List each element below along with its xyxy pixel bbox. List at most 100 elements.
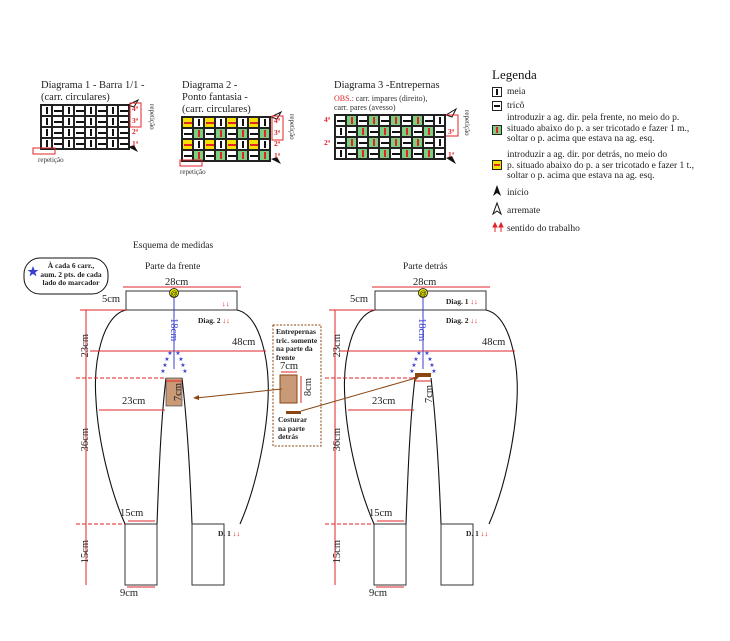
- front-title: Parte da frente: [145, 262, 201, 272]
- stitch-cell-meia: [107, 138, 118, 149]
- purl-mark-icon: [249, 121, 258, 124]
- knit-mark-icon: [372, 117, 375, 124]
- row-label: 3ª: [448, 126, 454, 136]
- row-label: 3ª: [132, 115, 138, 125]
- stitch-cell-trico: [368, 126, 379, 137]
- star-icon: ★: [175, 350, 180, 357]
- stitch-cell-trico: [204, 128, 215, 139]
- purl-mark-icon: [53, 142, 62, 145]
- stitch-cell-trico: [74, 138, 85, 149]
- knit-mark-icon: [197, 119, 200, 126]
- back-cuff-width: 9cm: [369, 588, 388, 599]
- purl-mark-icon: [97, 120, 106, 123]
- marker-symbol: @: [419, 291, 426, 298]
- repeat-bracket: [271, 115, 284, 141]
- stitch-cell-green: [357, 148, 368, 159]
- arrowhead-icon: [193, 395, 199, 400]
- knit-mark-icon: [89, 118, 92, 125]
- legend-item-meia: meia: [507, 87, 526, 97]
- row-label: 1ª: [274, 150, 280, 160]
- stitch-cell-green: [346, 137, 357, 148]
- stitch-cell-trico: [412, 148, 423, 159]
- stitch-cell-trico: [182, 128, 193, 139]
- stitch-cell-trico: [423, 115, 434, 126]
- legend-line: soltar o p. acima que estava na ag. esq.: [507, 134, 655, 144]
- stitch-cell-meia: [41, 127, 52, 138]
- left-cuff: [373, 523, 407, 586]
- repeat-bracket: [179, 159, 203, 167]
- stitch-cell-yellow: [226, 117, 237, 128]
- stitch-cell-trico: [74, 127, 85, 138]
- stitch-cell-meia: [259, 117, 270, 128]
- front-diag2-label: Diag. 2 ↓↓: [198, 316, 230, 326]
- yellow-stitch-symbol-icon: [492, 160, 502, 170]
- marker-icon: [418, 288, 428, 298]
- purl-mark-icon: [183, 143, 192, 146]
- purl-mark-icon: [97, 131, 106, 134]
- stitch-cell-trico: [346, 148, 357, 159]
- purl-mark-icon: [183, 154, 192, 157]
- front-rise: 18cm: [168, 318, 179, 342]
- star-icon: ★: [182, 368, 187, 375]
- stitch-cell-meia: [85, 116, 96, 127]
- stitch-cell-trico: [335, 137, 346, 148]
- star-icon: ★: [416, 350, 421, 357]
- row-label: 2ª: [132, 127, 138, 136]
- note-line: aum. 2 pts. de cada: [40, 269, 102, 279]
- row-label: 1ª: [132, 138, 138, 148]
- purl-mark-icon: [205, 132, 214, 135]
- front-knee-width: 15cm: [120, 508, 144, 519]
- note-line: À cada 6 carr.,: [47, 261, 95, 270]
- marker-icon: [169, 288, 179, 298]
- gusset-arrow: [195, 388, 283, 399]
- stitch-cell-meia: [41, 105, 52, 116]
- stitch-cell-trico: [52, 127, 63, 138]
- stitch-cell-green: [237, 150, 248, 161]
- gusset-piece: [165, 377, 183, 407]
- back-diag1-label: Diag. 1 ↓↓: [446, 297, 478, 307]
- stitch-cell-yellow: [182, 139, 193, 150]
- back-gusset: 7cm: [424, 385, 435, 404]
- stitch-cell-meia: [41, 116, 52, 127]
- purl-mark-icon: [249, 143, 258, 146]
- row-label: 2ª: [324, 138, 330, 147]
- sew-line: detrás: [278, 432, 298, 441]
- direction-arrows-icon: ↓↓: [232, 529, 241, 538]
- right-cuff: [191, 523, 225, 586]
- knit-mark-icon: [67, 129, 70, 136]
- inicio-marker-icon: [446, 156, 456, 164]
- star-icon: ★: [160, 368, 165, 375]
- gusset-seam: [415, 373, 431, 377]
- star-icon: ★: [427, 356, 432, 363]
- repeat-side-label: repetição: [288, 114, 296, 140]
- purl-mark-icon: [227, 121, 236, 124]
- diagram-3-title: Diagrama 3 -Entrepernas: [334, 80, 440, 91]
- stitch-cell-trico: [96, 105, 107, 116]
- stitch-cell-meia: [193, 117, 204, 128]
- purl-mark-icon: [435, 152, 444, 155]
- stitch-cell-trico: [434, 148, 445, 159]
- knit-mark-icon: [45, 129, 48, 136]
- legend-item-arremate: arremate: [507, 206, 541, 216]
- trico-symbol-icon: [492, 101, 502, 111]
- diagram-1-grid: [40, 104, 130, 150]
- legend-line: soltar o p. acima que estava na ag. esq.: [507, 171, 655, 181]
- stitch-cell-trico: [368, 148, 379, 159]
- knit-mark-icon: [45, 118, 48, 125]
- purl-mark-icon: [119, 120, 128, 123]
- front-hip-width: 48cm: [232, 337, 256, 348]
- gusset-title-line: tric. somente: [276, 335, 318, 345]
- stitch-cell-trico: [226, 128, 237, 139]
- knit-mark-icon: [263, 152, 266, 159]
- purl-mark-icon: [336, 119, 345, 122]
- knit-mark-icon: [67, 107, 70, 114]
- stitch-cell-meia: [215, 117, 226, 128]
- stitch-cell-meia: [85, 138, 96, 149]
- stitch-cell-trico: [226, 150, 237, 161]
- stitch-cell-meia: [237, 139, 248, 150]
- stitch-cell-trico: [96, 138, 107, 149]
- diagram-3-grid: [334, 114, 446, 160]
- diag-label: D. 1: [218, 529, 231, 538]
- knit-mark-icon: [339, 150, 342, 157]
